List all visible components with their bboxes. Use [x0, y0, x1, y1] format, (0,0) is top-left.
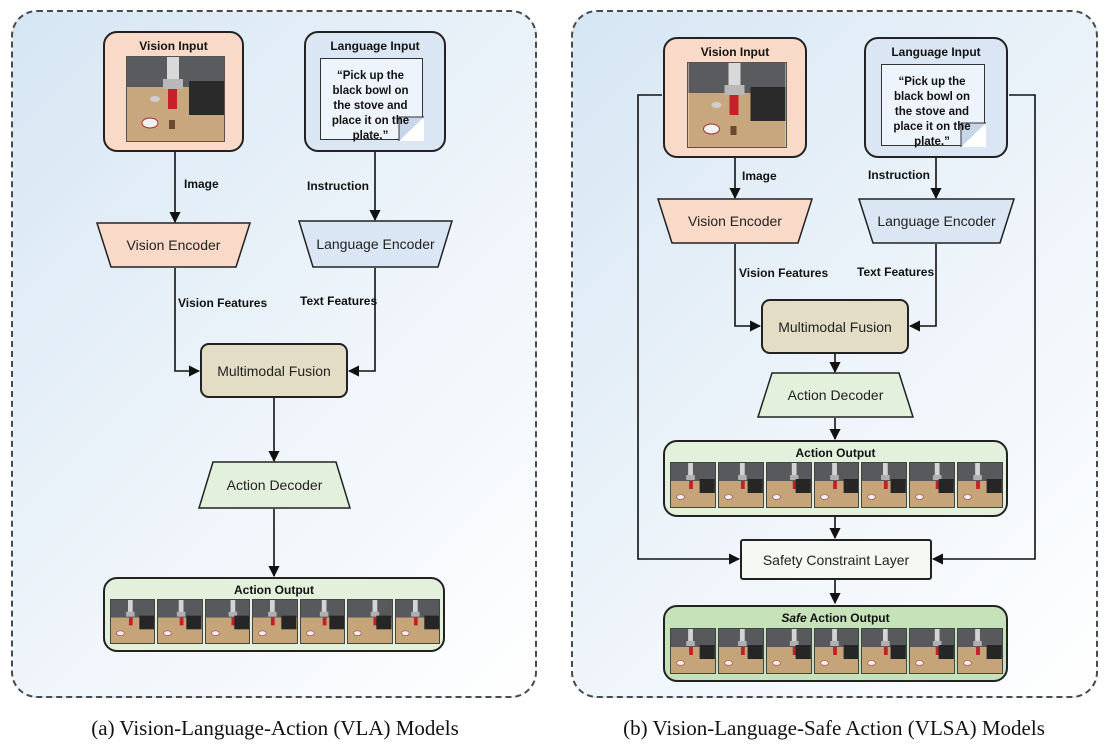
language-input-box: Language Input “Pick up the black bowl o…	[304, 31, 446, 152]
language-input-title-b: Language Input	[891, 45, 981, 59]
safe-action-output-frame-6	[909, 628, 956, 674]
arrow-language-bypass-to-safety-layer	[931, 94, 1036, 565]
language-encoder: Language Encoder	[298, 220, 453, 268]
safe-action-output-frame-2	[717, 628, 764, 674]
arrow-vision-features-to-fusion	[174, 268, 201, 377]
vision-encoder-label-b: Vision Encoder	[688, 213, 782, 229]
action-output-b-frame-7	[957, 462, 1004, 508]
action-output-box: Action Output	[103, 577, 445, 652]
language-encoder-b: Language Encoder	[858, 198, 1015, 244]
safe-action-output-frame-5	[861, 628, 908, 674]
vision-input-title-b: Vision Input	[700, 45, 770, 59]
vision-encoder: Vision Encoder	[96, 222, 251, 268]
edge-label-image: Image	[184, 177, 219, 191]
safe-action-output-title-rest: Action Output	[806, 611, 890, 625]
action-output-a-frame-1	[110, 599, 156, 644]
action-output-a-frame-2	[157, 599, 203, 644]
edge-label-vision-features: Vision Features	[178, 296, 268, 310]
robot-tabletop-scene-icon-b	[687, 62, 787, 148]
safe-action-output-frames	[670, 628, 1004, 674]
multimodal-fusion-box: Multimodal Fusion	[200, 343, 348, 398]
action-output-b-frame-6	[909, 462, 956, 508]
action-output-a-frame-5	[299, 599, 346, 644]
instruction-text: “Pick up the black bowl on the stove and…	[331, 70, 410, 142]
edge-label-text-features-b: Text Features	[857, 265, 935, 279]
arrow-text-features-to-fusion	[347, 268, 376, 377]
language-encoder-label-b: Language Encoder	[877, 213, 996, 229]
safe-action-output-frame-3	[765, 628, 812, 674]
arrow-vision-bypass-to-safety-layer	[637, 94, 741, 565]
action-output-b-frame-4	[813, 462, 860, 508]
action-decoder-label: Action Decoder	[226, 477, 323, 493]
action-output-a-frame-6	[347, 599, 393, 644]
action-output-b-frame-5	[861, 462, 908, 508]
action-output-title-b: Action Output	[795, 446, 876, 460]
action-output-a-frame-4	[252, 599, 298, 644]
vision-encoder-label: Vision Encoder	[126, 237, 221, 253]
action-output-b-frame-3	[765, 462, 812, 508]
action-output-box-b: Action Output	[663, 440, 1008, 517]
action-output-frames-b	[670, 462, 1004, 508]
action-decoder: Action Decoder	[198, 461, 351, 509]
safe-action-output-frame-1	[670, 628, 716, 674]
vision-encoder-b: Vision Encoder	[657, 198, 813, 244]
instruction-note-b: “Pick up the black bowl on the stove and…	[881, 64, 986, 148]
edge-label-image-b: Image	[742, 169, 777, 183]
edge-label-vision-features-b: Vision Features	[739, 266, 829, 280]
caption-vla: (a) Vision-Language-Action (VLA) Models	[91, 716, 459, 740]
action-output-b-frame-2	[717, 462, 764, 508]
action-output-a-frame-7	[394, 599, 440, 644]
multimodal-fusion-box-b: Multimodal Fusion	[761, 299, 909, 354]
arrow-text-features-to-fusion-b	[908, 244, 937, 332]
caption-vlsa: (b) Vision-Language-Safe Action (VLSA) M…	[623, 716, 1045, 740]
language-input-title: Language Input	[330, 39, 420, 53]
vision-input-box-b: Vision Input	[663, 37, 807, 158]
edge-label-instruction: Instruction	[307, 179, 369, 193]
edge-label-text-features: Text Features	[300, 294, 378, 308]
folded-corner-icon	[398, 116, 424, 141]
action-output-a-frame-3	[204, 599, 251, 644]
action-decoder-b: Action Decoder	[757, 372, 914, 418]
edge-label-instruction-b: Instruction	[868, 168, 930, 182]
action-decoder-label-b: Action Decoder	[787, 387, 884, 403]
arrow-vision-features-to-fusion-b	[734, 244, 762, 332]
safe-action-output-frame-4	[813, 628, 860, 674]
vision-input-box: Vision Input	[103, 31, 244, 152]
language-input-box-b: Language Input “Pick up the black bowl o…	[864, 37, 1008, 158]
language-encoder-label: Language Encoder	[316, 236, 435, 252]
robot-tabletop-scene-icon	[126, 56, 225, 142]
vision-input-title: Vision Input	[139, 39, 208, 53]
folded-corner-icon-b	[960, 122, 986, 147]
action-output-title: Action Output	[234, 583, 314, 597]
action-output-b-frame-1	[670, 462, 716, 508]
safe-action-output-title: Safe Action Output	[665, 611, 1006, 625]
instruction-note: “Pick up the black bowl on the stove and…	[320, 58, 424, 142]
safety-constraint-layer: Safety Constraint Layer	[740, 539, 932, 580]
action-output-frames	[110, 599, 440, 644]
safe-emphasis: Safe	[781, 611, 807, 625]
safe-action-output-frame-7	[957, 628, 1004, 674]
instruction-text-b: “Pick up the black bowl on the stove and…	[893, 76, 971, 148]
safe-action-output-box: Safe Action Output	[663, 605, 1008, 682]
